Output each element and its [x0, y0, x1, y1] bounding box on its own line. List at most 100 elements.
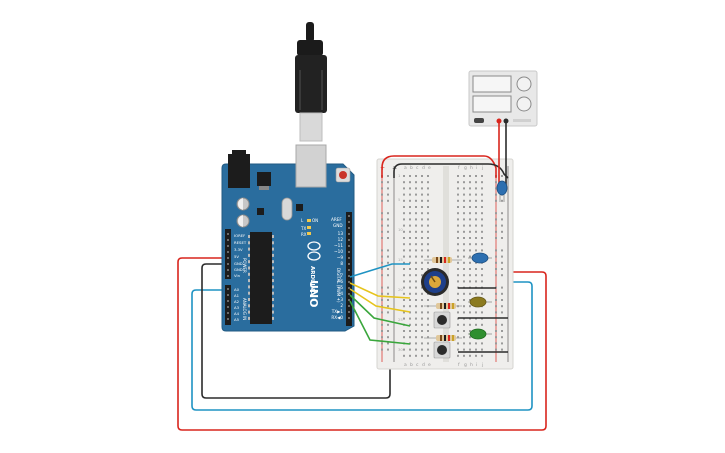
- arduino-logo: ARDUINO UNO: [307, 241, 321, 308]
- breadboard-hole: [469, 305, 471, 308]
- rail-hole: [387, 348, 389, 351]
- supply-current-knob[interactable]: [516, 96, 532, 112]
- breadboard-hole: [457, 336, 459, 339]
- wire-green-d3[interactable]: [349, 300, 411, 345]
- breadboard-hole: [457, 243, 459, 246]
- power-supply[interactable]: [468, 70, 538, 127]
- resistor-3[interactable]: [424, 335, 462, 341]
- on-label: ON: [312, 218, 318, 223]
- breadboard-hole: [463, 305, 465, 308]
- resistor-2[interactable]: [424, 303, 462, 309]
- breadboard-hole: [409, 193, 411, 196]
- rail-hole: [387, 249, 389, 252]
- breadboard-hole: [481, 268, 483, 270]
- header-pin: [227, 263, 229, 265]
- breadboard-hole: [409, 261, 411, 264]
- resistor-1[interactable]: [424, 257, 462, 263]
- breadboard-hole: [463, 299, 465, 301]
- breadboard-hole: [403, 224, 405, 227]
- power-header: [225, 229, 231, 279]
- rail-hole: [387, 224, 389, 227]
- led-yellow[interactable]: [468, 296, 492, 308]
- l-led-label: L: [301, 218, 304, 223]
- breadboard-hole: [421, 230, 423, 233]
- supply-voltage-knob[interactable]: [516, 76, 532, 92]
- breadboard-hole: [409, 224, 411, 227]
- rail-hole: [381, 305, 383, 308]
- breadboard-hole: [415, 212, 417, 215]
- rail-hole: [387, 255, 389, 258]
- breadboard-hole: [469, 336, 471, 339]
- power-pin-label: 3.3V: [234, 247, 243, 252]
- led-green[interactable]: [468, 328, 492, 340]
- breadboard-hole: [421, 311, 423, 314]
- bb-letter-bottom: c: [416, 363, 419, 368]
- breadboard-bottom-letters: a b c d e f g h i j: [404, 362, 483, 368]
- breadboard-hole: [409, 249, 411, 252]
- breadboard-hole: [457, 181, 459, 184]
- rail-hole: [387, 199, 389, 202]
- arduino-uno-board[interactable]: ARDUINO UNO L TX RX ON AREF GND 13 12 ~1…: [221, 144, 355, 332]
- rail-hole: [387, 299, 389, 301]
- wire-yellow-d6[interactable]: [349, 282, 411, 299]
- breadboard-hole: [469, 249, 471, 252]
- rail-hole: [381, 286, 383, 289]
- chip-pin: [272, 316, 274, 320]
- breadboard-hole: [463, 274, 465, 277]
- header-pin: [348, 227, 350, 229]
- wire-red-5v-loop[interactable]: [177, 257, 547, 431]
- bb-row-number: 1: [398, 173, 401, 178]
- wire-yellow-d5[interactable]: [349, 288, 411, 313]
- bb-letter-top: d: [422, 165, 425, 171]
- breadboard-hole: [427, 224, 429, 227]
- breadboard-hole: [463, 187, 465, 190]
- bb-letter-top: j: [481, 165, 483, 171]
- breadboard-hole: [463, 230, 465, 233]
- wire-blue-d7[interactable]: [349, 263, 410, 278]
- rail-hole: [501, 218, 503, 221]
- wire-green-d4[interactable]: [349, 294, 411, 327]
- potentiometer[interactable]: [421, 268, 449, 296]
- breadboard-hole: [409, 311, 411, 314]
- rail-hole: [381, 212, 383, 215]
- breadboard-hole: [469, 348, 471, 351]
- power-pin-label: RESET: [234, 240, 247, 245]
- breadboard-hole: [475, 268, 477, 270]
- digital-pin-label: 4: [340, 291, 343, 296]
- breadboard-hole: [409, 181, 411, 184]
- breadboard-hole: [415, 255, 417, 258]
- header-pin: [227, 239, 229, 241]
- blue-led-top[interactable]: [496, 180, 508, 202]
- analog-pin-label: A4: [234, 311, 240, 316]
- analog-pin-label: A1: [234, 293, 240, 298]
- wire-red-rail-bridge[interactable]: [381, 155, 497, 178]
- breadboard-hole: [403, 286, 405, 289]
- wire-blue-a0-loop[interactable]: [191, 281, 533, 411]
- breadboard-hole: [415, 206, 417, 208]
- bb-row-number: 15: [398, 257, 403, 262]
- bb-letter-bottom: i: [476, 362, 477, 368]
- breadboard-hole: [403, 175, 405, 177]
- breadboard-hole: [415, 336, 417, 339]
- wire-black-gnd-loop[interactable]: [201, 263, 391, 399]
- pushbutton-1[interactable]: [433, 311, 451, 329]
- breadboard-hole: [469, 268, 471, 270]
- breadboard-hole: [475, 323, 477, 326]
- rail-hole: [381, 299, 383, 301]
- rail-hole: [381, 218, 383, 221]
- wire-black-rail-bridge[interactable]: [393, 163, 509, 179]
- breadboard-hole: [481, 181, 483, 184]
- led-blue[interactable]: [468, 252, 492, 264]
- breadboard-hole: [469, 237, 471, 239]
- pushbutton-2[interactable]: [433, 341, 451, 359]
- chip-pin: [272, 291, 274, 295]
- breadboard-hole: [427, 268, 429, 270]
- rail-hole: [381, 224, 383, 227]
- breadboard-hole: [421, 286, 423, 289]
- rail-hole: [495, 181, 497, 184]
- breadboard-hole: [457, 292, 459, 295]
- breadboard-hole: [409, 274, 411, 277]
- supply-power-switch[interactable]: [474, 118, 484, 123]
- breadboard-hole: [427, 193, 429, 196]
- breadboard-hole: [415, 224, 417, 227]
